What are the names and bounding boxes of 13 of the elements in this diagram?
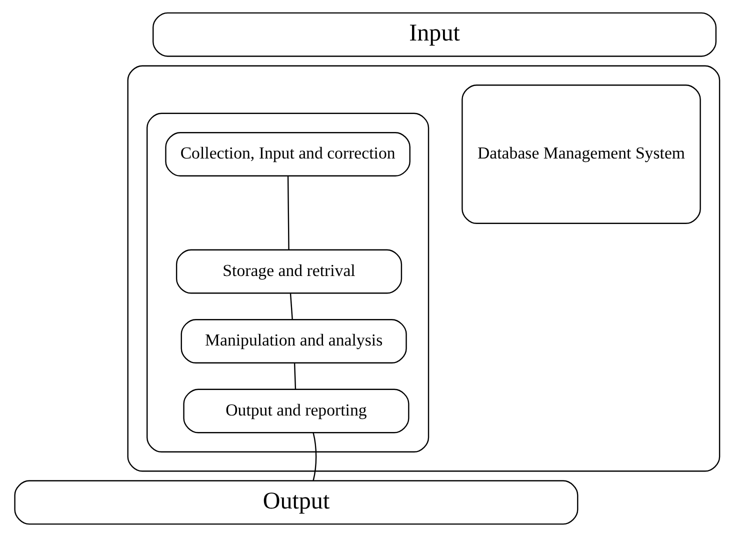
- connector: [294, 363, 296, 390]
- node-box: Input: [152, 12, 717, 57]
- node-box: Manipulation and analysis: [180, 319, 407, 364]
- cluster: [146, 112, 430, 452]
- connector: [290, 293, 293, 320]
- node-box: Storage and retrival: [176, 249, 402, 294]
- node-box: Output and reporting: [183, 388, 410, 434]
- cluster: [127, 65, 720, 472]
- node-box: Output: [14, 480, 578, 525]
- node-box: Database Management System: [462, 84, 701, 224]
- node-box: Collection, Input and correction: [165, 132, 410, 176]
- connector: [312, 432, 317, 481]
- connector: [287, 176, 290, 250]
